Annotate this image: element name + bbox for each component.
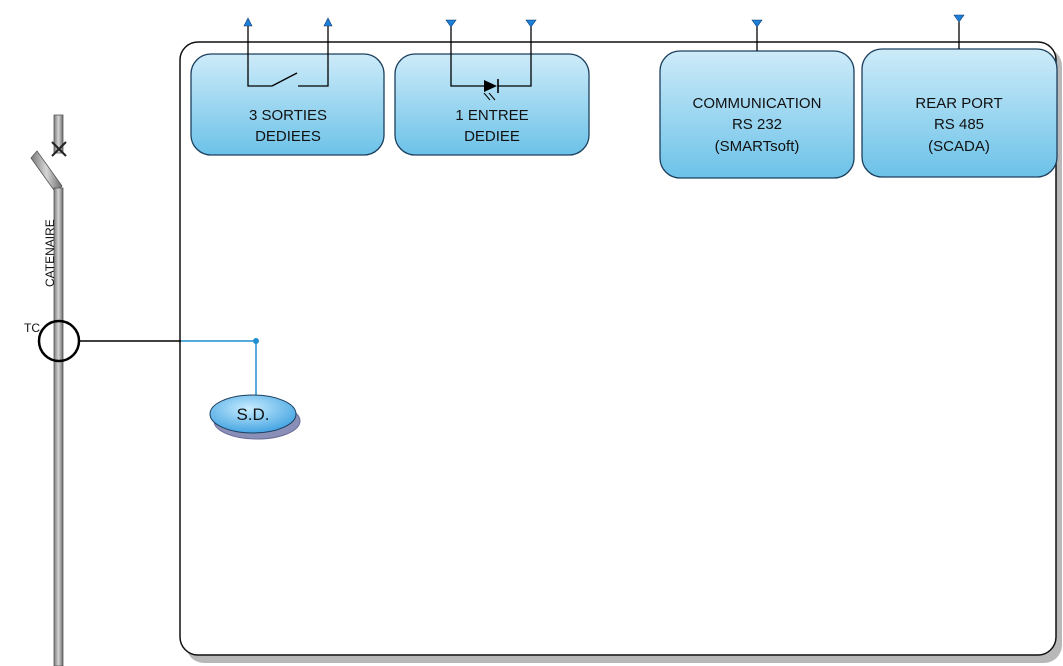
- rear-port-connector: [953, 14, 965, 49]
- comm-line1: COMMUNICATION: [693, 95, 822, 112]
- comm-port-connector: [751, 19, 763, 51]
- ct-signal-line: [79, 338, 259, 398]
- input-arrow-icons: [445, 19, 537, 28]
- comm-line3: (SMARTsoft): [715, 138, 800, 155]
- sd-label: S.D.: [236, 405, 269, 424]
- input-line1: 1 ENTREE: [455, 107, 528, 124]
- outputs-line1: 3 SORTIES: [249, 107, 327, 124]
- catenaire-label: CATENAIRE: [43, 219, 57, 287]
- module-rear-port-rs485[interactable]: REAR PORT RS 485 (SCADA): [861, 48, 1058, 178]
- relay-enclosure: [179, 41, 1062, 663]
- catenary-conductor: [30, 114, 67, 666]
- sd-function-block[interactable]: S.D.: [209, 394, 301, 440]
- output-arrow-icons: [243, 17, 333, 27]
- module-dedicated-input[interactable]: 1 ENTREE DEDIEE: [394, 53, 590, 156]
- disconnect-cross-icon: [51, 141, 67, 157]
- module-dedicated-outputs[interactable]: 3 SORTIES DEDIEES: [190, 53, 385, 156]
- rear-line2: RS 485: [934, 116, 984, 133]
- relay-contact-icon: [247, 26, 329, 87]
- module-communication-rs232[interactable]: COMMUNICATION RS 232 (SMARTsoft): [659, 50, 855, 179]
- input-line2: DEDIEE: [464, 128, 520, 145]
- optocoupler-diode-icon: [483, 79, 499, 101]
- comm-line2: RS 232: [732, 116, 782, 133]
- rear-line1: REAR PORT: [915, 95, 1002, 112]
- rear-line3: (SCADA): [928, 138, 990, 155]
- tc-label: TC: [24, 321, 40, 335]
- input-wiring: [450, 26, 532, 87]
- outputs-line2: DEDIEES: [255, 128, 321, 145]
